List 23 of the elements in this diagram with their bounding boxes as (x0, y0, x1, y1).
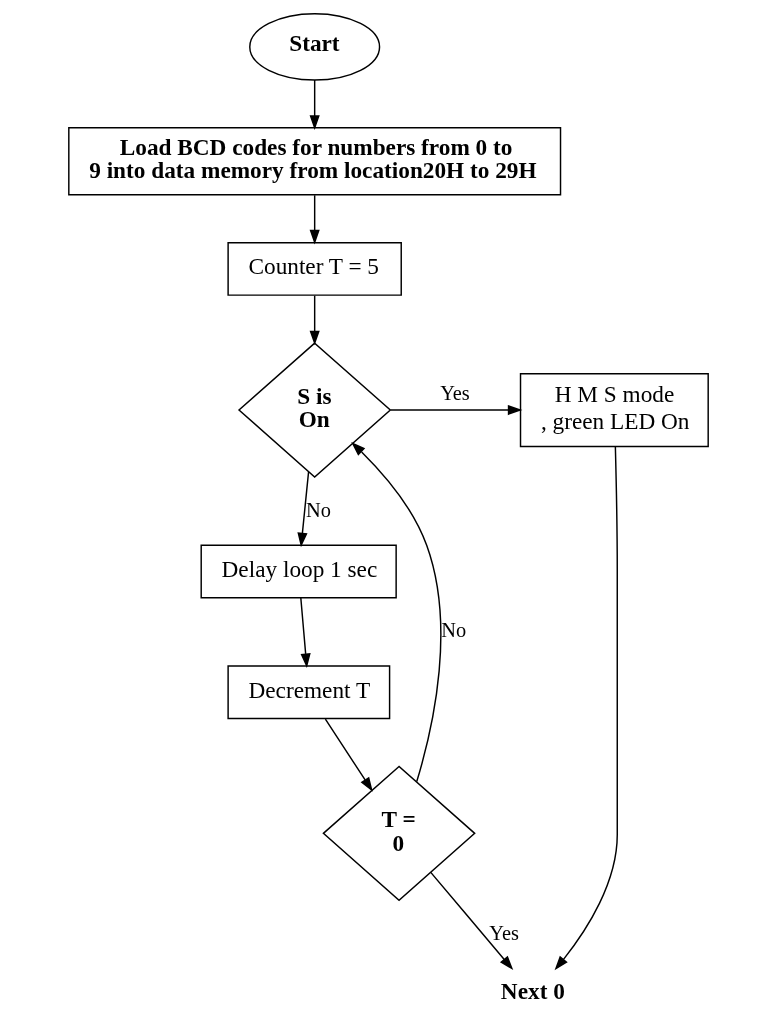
arrow (554, 446, 618, 971)
node-box: Counter T = 5 (227, 242, 402, 296)
arrow (389, 404, 523, 416)
edge-label: Yes (440, 382, 470, 405)
arrow (309, 79, 320, 130)
node-box: H M S mode , green LED On (519, 372, 709, 448)
node-ellipse: Start (249, 13, 381, 81)
edge-label: No (305, 498, 331, 521)
arrow (309, 295, 320, 346)
node-diamond: T = 0 (322, 765, 476, 902)
node-box: Decrement T (227, 665, 391, 720)
arrow (309, 194, 320, 245)
arrow (297, 471, 310, 548)
node-box: Load BCD codes for numbers from 0 to 9 into data memory from location20H to 29H (68, 127, 562, 196)
node-diamond: S is On (237, 342, 392, 478)
node-text: Next 0 (500, 977, 565, 1004)
arrow (300, 597, 311, 669)
edge-label: No (441, 619, 467, 642)
edge-label: Yes (489, 921, 519, 944)
arrow (430, 871, 514, 971)
node-box: Delay loop 1 sec (200, 544, 397, 599)
arrow (351, 441, 442, 783)
arrow (324, 718, 373, 792)
